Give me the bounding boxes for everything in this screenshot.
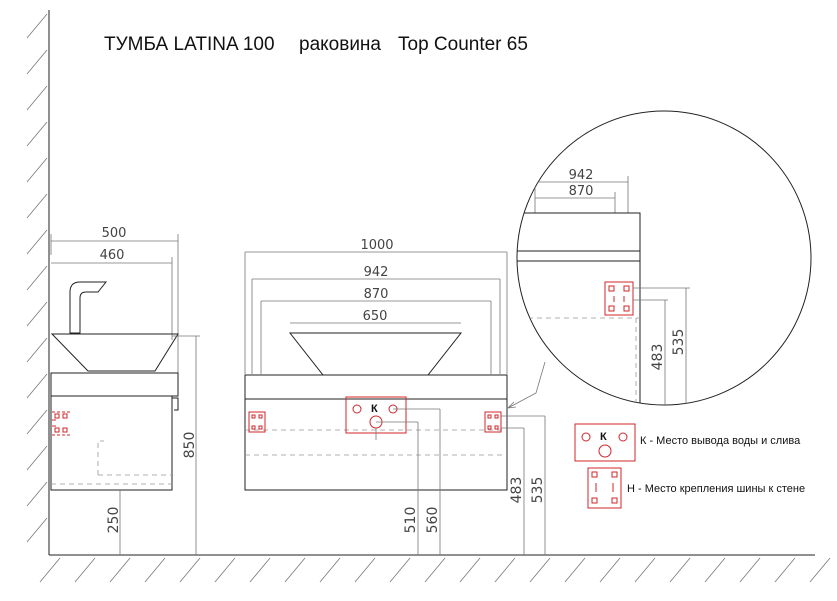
side-rail-mark	[52, 411, 70, 436]
side-view: 500 460 850	[50, 226, 200, 555]
detail-circle	[516, 110, 812, 406]
legend-k-text: К - Место вывода воды и слива	[640, 435, 801, 447]
legend-h-text: Н - Место крепления шины к стене	[627, 483, 805, 495]
faucet	[69, 281, 108, 334]
detail-view: 942 870	[516, 110, 812, 406]
front-dim-560: 560	[425, 507, 441, 534]
front-dim-483: 483	[509, 477, 525, 504]
wall-hatching	[26, 10, 50, 555]
front-rail-mark-left	[248, 411, 266, 433]
detail-rail-mark	[604, 281, 634, 316]
title-sink-model: Top Counter 65	[398, 34, 528, 55]
front-basin	[288, 332, 463, 376]
legend-h-symbol	[587, 467, 622, 509]
front-k-label: К	[371, 403, 378, 415]
front-rail-mark-right	[484, 411, 502, 433]
front-dim-942: 942	[364, 265, 389, 280]
side-dim-460: 460	[100, 248, 125, 263]
front-dim-1000: 1000	[360, 238, 393, 253]
legend-k-symbol: К	[574, 423, 636, 462]
front-dim-870: 870	[364, 287, 389, 302]
side-dim-500: 500	[102, 226, 127, 241]
side-dim-250: 250	[106, 507, 122, 534]
side-basin	[50, 333, 179, 372]
detail-dim-942: 942	[569, 168, 594, 183]
front-countertop	[244, 374, 508, 400]
detail-dim-483: 483	[650, 344, 666, 371]
front-view: 1000 942 870 650 К	[244, 238, 546, 555]
floor-hatching	[39, 554, 831, 583]
detail-dim-870: 870	[569, 184, 594, 199]
front-dim-510: 510	[403, 507, 419, 534]
side-countertop	[50, 372, 179, 397]
legend: К К - Место вывода воды и слива Н - Мест…	[574, 423, 805, 509]
front-cabinet	[244, 398, 508, 491]
front-dim-650: 650	[363, 309, 388, 324]
side-dim-850: 850	[182, 432, 198, 459]
title-model: ТУМБА LATINA 100	[104, 34, 275, 55]
side-cabinet	[50, 395, 173, 491]
front-dim-535: 535	[530, 477, 546, 504]
svg-text:К: К	[600, 431, 607, 443]
detail-dim-535: 535	[671, 329, 687, 356]
title-sink: раковина	[299, 34, 381, 55]
